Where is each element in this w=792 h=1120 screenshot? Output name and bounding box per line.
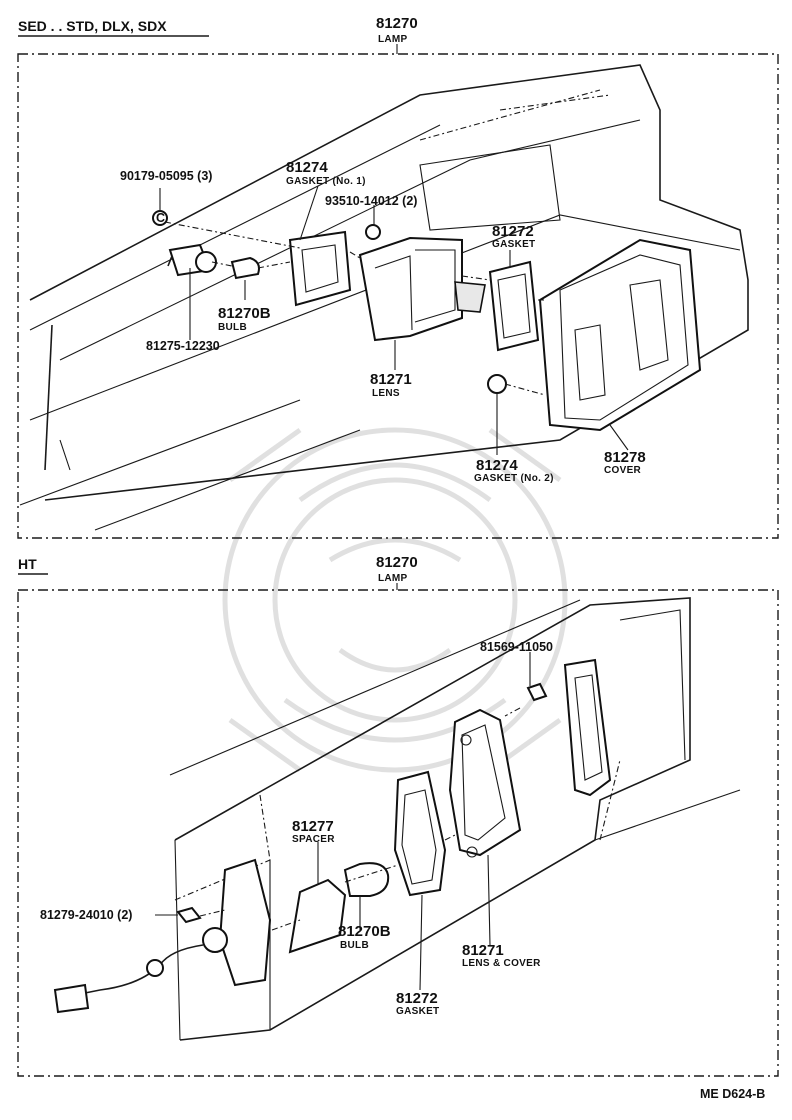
- label-81272-ht-number: 81272: [396, 990, 438, 1007]
- label-81277-name: SPACER: [292, 834, 335, 845]
- gasket-no1-part: [288, 230, 352, 307]
- watermark-emblem: [222, 427, 568, 773]
- svg-text:C: C: [156, 211, 165, 225]
- lens-part-81271: [358, 236, 486, 342]
- assembly-number-ht: 81270: [376, 554, 418, 571]
- label-81270B-ht-name: BULB: [340, 940, 369, 951]
- bulb-part-81270B-sedan: [230, 256, 260, 280]
- screw-part-93510: [365, 224, 381, 240]
- label-81270B-ht-number: 81270B: [338, 923, 391, 940]
- label-81272-name: GASKET: [492, 239, 535, 250]
- label-81274-no1-number: 81274: [286, 159, 328, 176]
- label-81272-number: 81272: [492, 223, 534, 240]
- gasket-part-81272-sedan: [488, 260, 540, 352]
- label-81270B-name: BULB: [218, 322, 247, 333]
- label-81270B-number: 81270B: [218, 305, 271, 322]
- label-81272-ht-name: GASKET: [396, 1006, 439, 1017]
- label-90179-number: 90179-05095 (3): [120, 169, 212, 183]
- spacer-part-81277: [288, 878, 347, 954]
- label-81274-no1-name: GASKET (No. 1): [286, 176, 366, 187]
- label-81271-number: 81271: [370, 371, 412, 388]
- section-header-sedan: SED . . STD, DLX, SDX: [18, 18, 167, 34]
- socket-part-81275: [167, 243, 217, 277]
- bracket-part: [53, 858, 272, 1014]
- assembly-name-ht: LAMP: [378, 573, 408, 584]
- label-81278-name: COVER: [604, 465, 642, 476]
- assembly-frame-ht: [17, 589, 779, 1077]
- section-ht: HT 81270 LAMP: [17, 554, 779, 1077]
- label-81275-number: 81275-12230: [146, 339, 220, 353]
- screw-part-81569: [526, 682, 548, 702]
- label-81271-ht-name: LENS & COVER: [462, 958, 541, 969]
- cover-part-81278: [538, 238, 702, 432]
- assembly-frame-sedan: [17, 53, 779, 539]
- section-header-ht: HT: [18, 556, 37, 572]
- assembly-number-sedan: 81270: [376, 15, 418, 32]
- label-93510-number: 93510-14012 (2): [325, 194, 417, 208]
- section-sedan: SED . . STD, DLX, SDX 81270 LAMP C: [17, 15, 779, 539]
- bulb-part-81270B-ht: [343, 862, 390, 897]
- label-81569-number: 81569-11050: [480, 640, 553, 654]
- label-81274-no2-number: 81274: [476, 457, 518, 474]
- label-81277-number: 81277: [292, 818, 334, 835]
- car-body-ht: [174, 597, 691, 1041]
- label-81271-ht-number: 81271: [462, 942, 504, 959]
- footer-code: ME D624-B: [700, 1087, 765, 1101]
- screw-part-81279: [176, 906, 202, 924]
- lens-cover-part-81271: [448, 708, 522, 858]
- label-81271-name: LENS: [372, 388, 400, 399]
- label-81278-number: 81278: [604, 449, 646, 466]
- label-81274-no2-name: GASKET (No. 2): [474, 473, 554, 484]
- assembly-name-sedan: LAMP: [378, 34, 408, 45]
- label-81279-number: 81279-24010 (2): [40, 908, 132, 922]
- gasket-no2-part: [487, 374, 507, 394]
